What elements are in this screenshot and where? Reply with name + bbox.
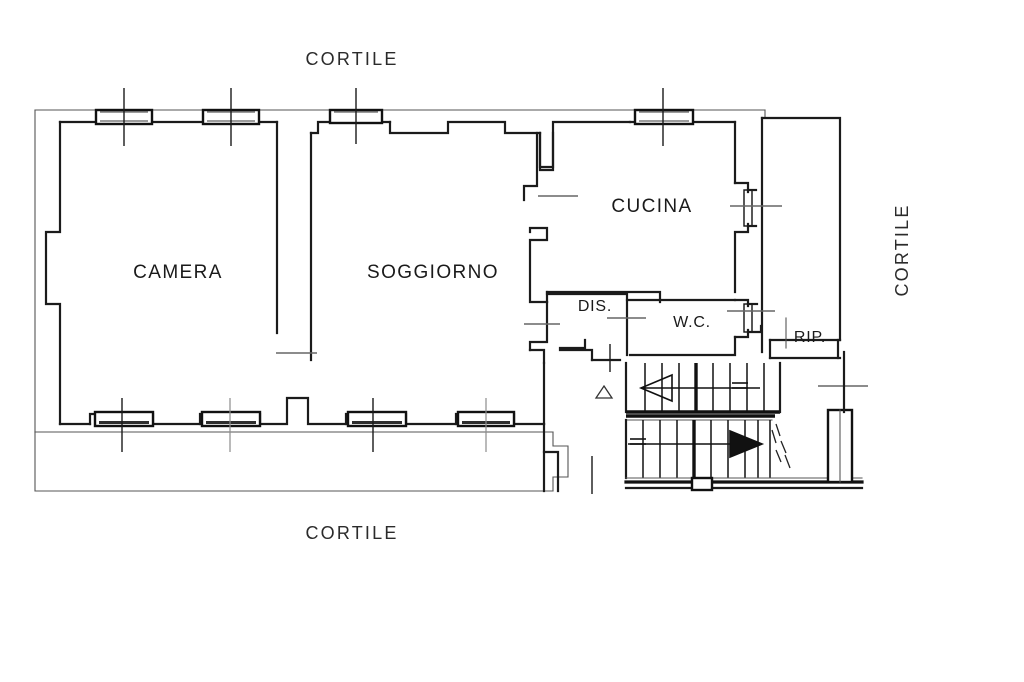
wall-soggiorno-notch: [538, 131, 555, 172]
courtyard-label-right: CORTILE: [892, 203, 912, 296]
window-top-4: [633, 88, 695, 146]
walls-ripostiglio: [768, 317, 842, 360]
windows-bottom: [93, 398, 516, 452]
window-bottom-2: [200, 398, 262, 452]
walls-dis-wc: [528, 292, 750, 357]
windows-top: [94, 88, 695, 146]
door-wc-right: [743, 302, 763, 334]
door-cucina-right: [743, 188, 758, 228]
room-label-wc: W.C.: [673, 314, 711, 331]
courtyard-labels: CORTILE CORTILE CORTILE: [305, 49, 911, 543]
right-courtyard-block: [760, 109, 842, 354]
room-label-camera: CAMERA: [133, 262, 223, 283]
window-top-3: [328, 88, 384, 144]
window-top-2: [201, 88, 261, 146]
room-label-disimpegno: DIS.: [578, 298, 612, 315]
staircase: [624, 350, 864, 492]
window-bottom-1: [93, 398, 155, 452]
walls-center-lower: [528, 348, 622, 493]
courtyard-label-bottom: CORTILE: [305, 523, 398, 543]
walls-cucina: [522, 131, 750, 304]
window-bottom-4: [456, 398, 516, 452]
stair-treads-lower: [642, 420, 771, 478]
level-marker-icon: [594, 384, 614, 399]
wall-top-exterior: [58, 120, 737, 362]
window-top-1: [94, 88, 154, 146]
window-bottom-3: [346, 398, 408, 452]
room-label-soggiorno: SOGGIORNO: [367, 262, 499, 283]
room-label-cucina: CUCINA: [611, 196, 692, 217]
room-labels: CAMERA SOGGIORNO CUCINA DIS. W.C. RIP.: [133, 196, 826, 346]
room-label-ripostiglio: RIP.: [794, 329, 826, 346]
stair-railing-hatch: [771, 423, 791, 469]
stair-arrow-lower: [628, 429, 765, 459]
wall-left-exterior: [44, 120, 62, 426]
courtyard-label-top: CORTILE: [305, 49, 398, 69]
dimension-segments: [276, 195, 868, 494]
stair-arrow-upper: [638, 373, 760, 403]
